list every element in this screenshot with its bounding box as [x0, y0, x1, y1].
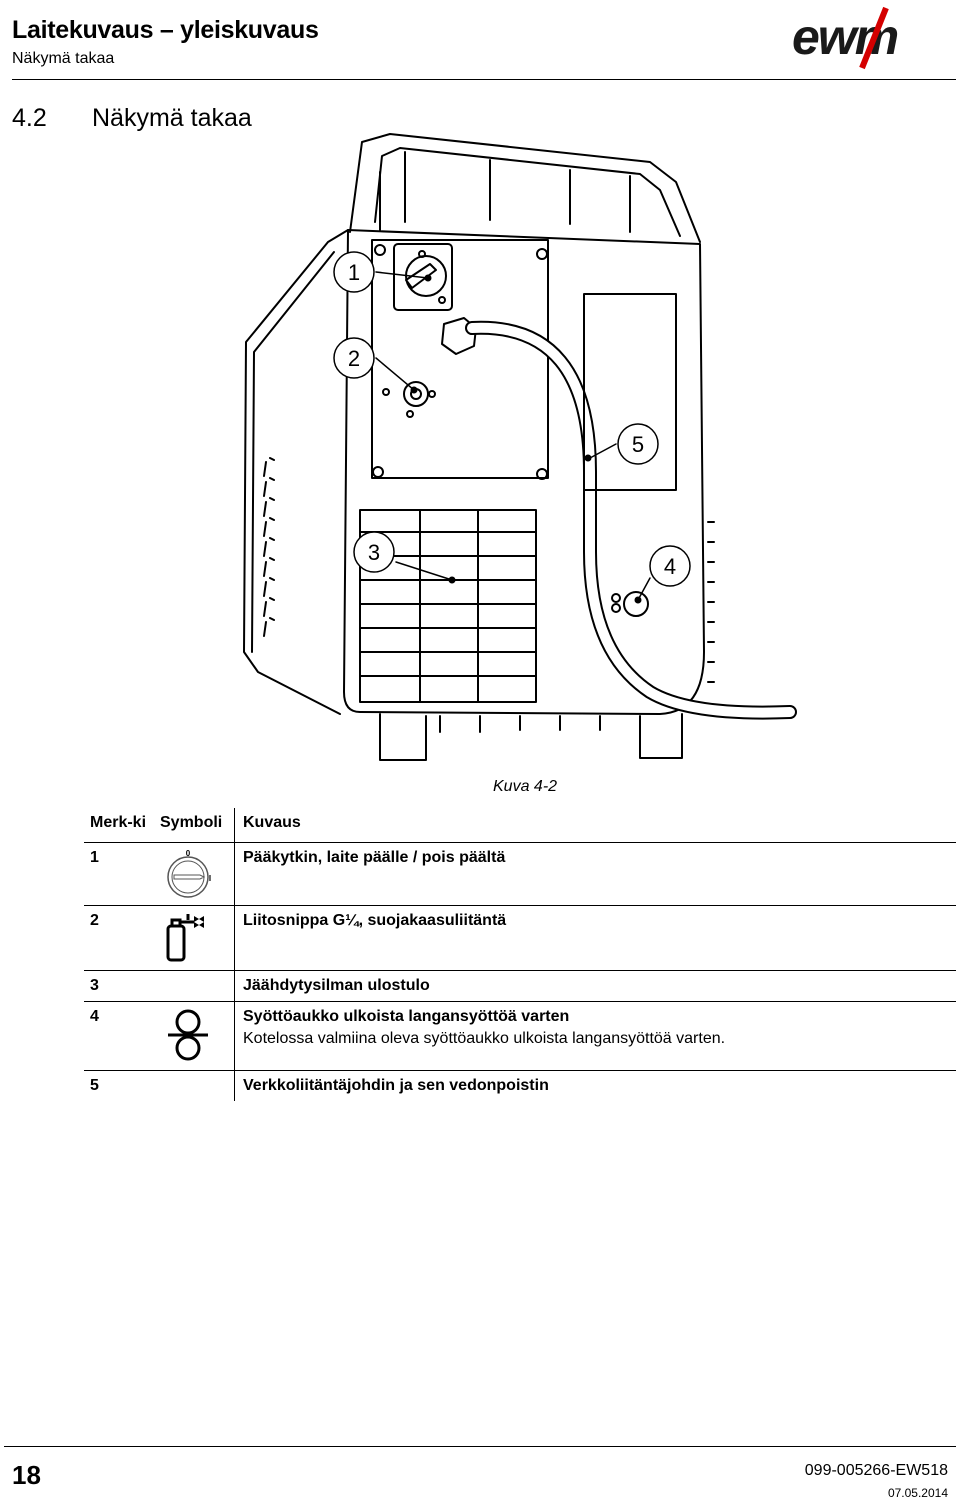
side-vents: [263, 457, 275, 637]
right-vents: [707, 521, 715, 683]
table-row: 2 Liitosnippa G¼, suojakaasuliitäntä: [84, 905, 956, 971]
row-mark: 2: [84, 905, 154, 971]
page-header-subtitle: Näkymä takaa: [12, 50, 115, 67]
table-row: 1 0 I Pääkytkin, laite päälle / pois pää…: [84, 842, 956, 906]
document-date: 07.05.2014: [887, 1486, 948, 1500]
callout-3-label: 3: [368, 540, 380, 565]
row-mark: 4: [84, 1001, 154, 1071]
row-symbol: [154, 905, 235, 971]
page-header-title: Laitekuvaus – yleiskuvaus: [12, 16, 319, 44]
row-description: Liitosnippa G¼, suojakaasuliitäntä: [234, 905, 956, 971]
foot-right: [639, 713, 683, 759]
legend-table: Merk-ki Symboli Kuvaus 1 0 I Pääkytkin, …: [84, 808, 956, 1101]
callout-5-label: 5: [632, 432, 644, 457]
row-symbol: 0 I: [154, 842, 235, 906]
page-number: 18: [12, 1460, 41, 1490]
section-number: 4.2: [12, 104, 47, 132]
header-divider: [12, 79, 956, 80]
table-row: 5 Verkkoliitäntäjohdin ja sen vedonpoist…: [84, 1070, 956, 1101]
mains-cable: [465, 320, 797, 720]
callout-2: [333, 337, 375, 379]
row-mark: 5: [90, 1077, 99, 1094]
main-switch-icon: 0 I: [167, 849, 211, 898]
callout-2-label: 2: [348, 346, 360, 371]
main-switch: [393, 243, 453, 311]
figure-caption: Kuva 4-2: [493, 778, 558, 795]
row-mark: 1: [84, 842, 154, 906]
cooling-air-outlet: [359, 509, 537, 703]
header-mark: Merk-ki: [90, 814, 147, 831]
section-title: Näkymä takaa: [92, 104, 252, 132]
header-description: Kuvaus: [243, 814, 301, 831]
row-symbol: [154, 1070, 235, 1101]
row-symbol: [154, 970, 235, 1002]
gas-cylinder-icon: [166, 914, 204, 962]
foot-left: [379, 713, 427, 761]
callout-5: [617, 423, 659, 465]
row-symbol: [154, 1001, 235, 1071]
footer-divider: [4, 1446, 956, 1447]
switch-on-label: I: [209, 874, 211, 883]
gas-connector: [403, 381, 429, 407]
callout-4: [649, 545, 691, 587]
section-heading: 4.2 Näkymä takaa: [12, 104, 252, 133]
callout-4-label: 4: [664, 554, 676, 579]
wire-feed-opening: [623, 591, 649, 617]
cable-gland: [441, 317, 477, 355]
rear-view-illustration: 1 2 3 4 5: [243, 133, 797, 761]
row-description-title: Syöttöaukko ulkoista langansyöttöä varte…: [243, 1008, 570, 1025]
legend-header-row: Merk-ki Symboli Kuvaus: [84, 808, 956, 843]
callouts: [333, 251, 691, 587]
mounting-plate: [371, 239, 549, 479]
carry-handle: [349, 133, 701, 243]
wire-feed-icon: [168, 1009, 208, 1061]
table-row: 4 Syöttöaukko ulkoista langansyöttöä var…: [84, 1001, 956, 1071]
header-symbol: Symboli: [154, 808, 235, 843]
ewm-logo: ewm: [792, 6, 900, 70]
label-window: [583, 293, 677, 491]
switch-off-label: 0: [186, 849, 191, 858]
row-description-note: Kotelossa valmiina oleva syöttöaukko ulk…: [243, 1030, 726, 1047]
document-id: 099-005266-EW518: [804, 1462, 948, 1479]
rear-panel: [343, 229, 705, 715]
row-description: Jäähdytysilman ulostulo: [234, 970, 956, 1002]
row-description: Verkkoliitäntäjohdin ja sen vedonpoistin: [243, 1077, 549, 1094]
callout-1: [333, 251, 375, 293]
table-row: 3 Jäähdytysilman ulostulo: [84, 970, 956, 1002]
row-description: Pääkytkin, laite päälle / pois päältä: [234, 842, 956, 906]
row-description: Syöttöaukko ulkoista langansyöttöä varte…: [234, 1001, 956, 1071]
callout-1-label: 1: [348, 260, 360, 285]
row-mark: 3: [84, 970, 154, 1002]
callout-3: [353, 531, 395, 573]
